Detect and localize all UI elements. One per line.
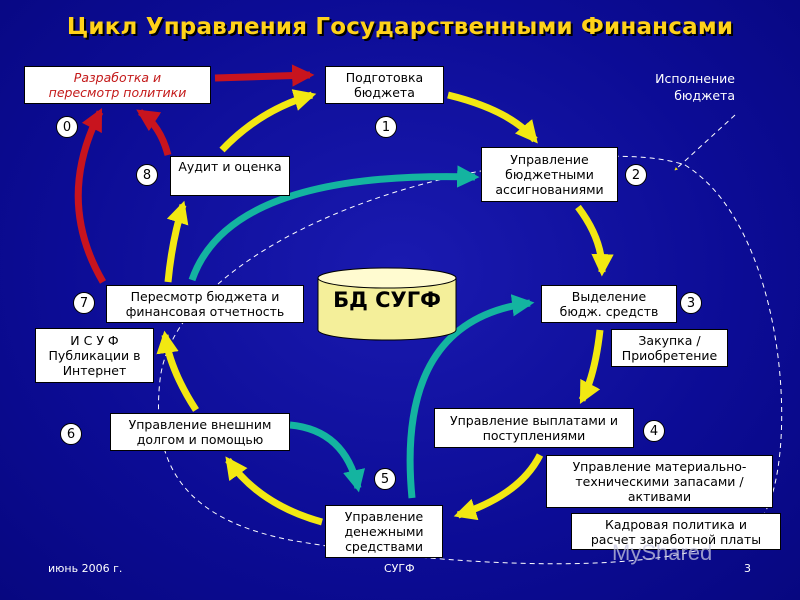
badge-3: 3 (680, 292, 702, 314)
node-cash: Управление денежными средствами (325, 505, 443, 558)
execution-boundary (158, 155, 783, 565)
badge-5: 5 (374, 468, 396, 490)
node-funds-release: Выделение бюдж. средств (541, 285, 677, 323)
arrow-cash-to-release (406, 294, 535, 499)
database-cylinder (317, 267, 457, 341)
arrow-debt-to-cash (289, 421, 366, 493)
arrow-debt-to-review (156, 330, 199, 412)
arrow-appropriations-to-release (575, 204, 614, 277)
badge-4: 4 (643, 420, 665, 442)
node-external-debt: Управление внешним долгом и помощью (110, 413, 290, 451)
badge-2: 2 (625, 164, 647, 186)
arrow-cash-to-debt (225, 456, 323, 526)
box-inventory: Управление материально- техническими зап… (546, 455, 773, 508)
arrow-audit-to-policy (136, 109, 172, 156)
node-payments: Управление выплатами и поступлениями (434, 408, 634, 448)
footer-center: СУГФ (384, 562, 415, 575)
arrow-audit-to-prep (219, 89, 317, 153)
box-hr: Кадровая политика и расчет заработной пл… (571, 513, 781, 550)
arrow-payments-to-cash (453, 453, 544, 521)
node-budget-review: Пересмотр бюджета и финансовая отчетност… (106, 285, 304, 323)
execution-pointer (674, 114, 736, 171)
arrow-review-to-appropriations (188, 165, 480, 282)
node-audit: Аудит и оценка (170, 156, 290, 196)
arrow-review-to-audit (164, 200, 189, 283)
box-publication: И С У Ф Публикации в Интернет (35, 328, 154, 383)
footer-page: 3 (744, 562, 751, 575)
node-appropriations: Управление бюджетными ассигнованиями (481, 147, 618, 202)
badge-6: 6 (60, 423, 82, 445)
footer-date: июнь 2006 г. (48, 562, 123, 575)
node-budget-prep: Подготовка бюджета (325, 66, 444, 104)
slide-title: Цикл Управления Государственными Финанса… (66, 14, 734, 40)
watermark-logo: MyShared (612, 540, 713, 565)
arrow-release-to-payments (578, 329, 604, 404)
box-procurement: Закупка / Приобретение (611, 329, 728, 367)
node-policy: Разработка и пересмотр политики (24, 66, 211, 104)
execution-note: Исполнение бюджета (655, 71, 735, 103)
badge-0: 0 (56, 116, 78, 138)
database-label: БД СУГФ (333, 288, 441, 312)
arrow-prep-to-appropriations (447, 91, 538, 144)
arrow-policy-to-prep (214, 64, 315, 87)
badge-1: 1 (375, 116, 397, 138)
badge-8: 8 (136, 164, 158, 186)
badge-7: 7 (73, 292, 95, 314)
arrow-review-to-policy (74, 108, 107, 284)
